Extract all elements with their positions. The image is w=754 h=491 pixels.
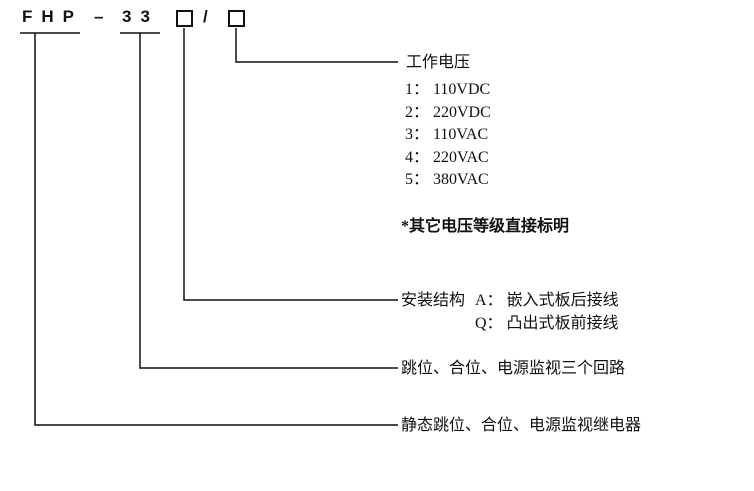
mounting-option-a: A： 嵌入式板后接线 — [475, 292, 619, 309]
voltage-option-3: 3： 110VAC — [405, 126, 489, 143]
model-dash: – — [94, 7, 104, 26]
mounting-option-q: Q： 凸出式板前接线 — [475, 315, 619, 332]
working-voltage-title: 工作电压 — [406, 54, 471, 71]
circuits-label: 跳位、合位、电源监视三个回路 — [401, 360, 626, 377]
connector-voltage — [235, 28, 398, 63]
working-voltage-list: 1： 110VDC 2： 220VDC 3： 110VAC 4： 220VAC … — [405, 79, 491, 192]
model-prefix: FHP — [22, 7, 83, 26]
mounting-placeholder-box — [176, 10, 193, 27]
voltage-note: *其它电压等级直接标明 — [401, 218, 570, 235]
connector-relay — [34, 33, 398, 426]
mounting-structure-label: 安装结构 — [401, 292, 466, 309]
voltage-option-1: 1： 110VDC — [405, 81, 491, 98]
mounting-structure-line-a: 安装结构 A： 嵌入式板后接线 — [401, 291, 619, 311]
relay-label: 静态跳位、合位、电源监视继电器 — [401, 417, 642, 434]
voltage-option-4: 4： 220VAC — [405, 148, 489, 166]
model-slash: / — [203, 7, 208, 26]
connector-mounting — [183, 28, 398, 301]
voltage-option-5: 5： 380VAC — [405, 171, 489, 188]
connector-circuits — [139, 33, 398, 369]
voltage-placeholder-box — [228, 10, 245, 27]
voltage-option-2: 2： 220VDC — [405, 103, 491, 121]
model-number: 33 — [122, 7, 159, 26]
